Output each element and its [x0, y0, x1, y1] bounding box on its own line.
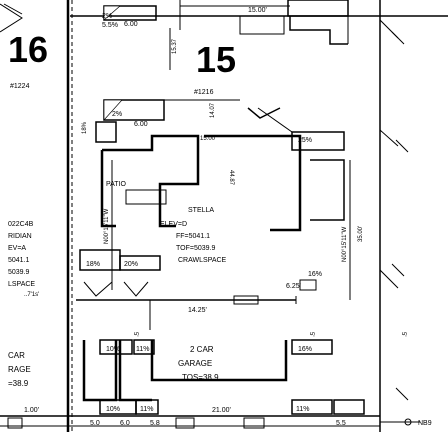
lot-16-id: #1224	[10, 83, 30, 90]
nb9-label: NB9	[418, 420, 432, 427]
dim-5-0: 5.0	[90, 420, 100, 427]
garage-left-line-2: RAGE	[8, 365, 31, 374]
slope-label-2: 5.5%	[102, 22, 118, 29]
garage-center-line-3: TOS=38.9	[182, 373, 219, 382]
note-6-00-a: 6.00	[124, 21, 138, 28]
garage-structures	[82, 339, 365, 415]
nb9-marker	[380, 418, 420, 426]
dim-15-37: 15.37	[172, 38, 178, 54]
slope-label-4: 25%	[298, 137, 312, 144]
bearing-right: N00°15'11"W	[342, 226, 348, 262]
dim-5-right: 5'	[308, 332, 314, 336]
fence-box-1	[299, 279, 317, 291]
left-block-line-4: 5041.1	[8, 257, 30, 264]
left-block-line-7: ..7'1s'	[24, 292, 39, 298]
right-side-building	[310, 129, 399, 289]
dim-21-00: 21.00'	[212, 407, 231, 414]
note-6-00-b: 6.00	[134, 121, 148, 128]
slope-label-1: 2%	[102, 13, 112, 20]
upper-building	[95, 99, 345, 151]
slope-label-9: 11%	[136, 346, 150, 353]
lot-15-id: #1216	[194, 89, 214, 96]
left-block-line-5: 5039.9	[8, 269, 30, 276]
patio-label: PATIO	[106, 181, 127, 188]
bottom-hatch-row	[0, 415, 380, 429]
center-block-line-1: STELLA	[188, 207, 214, 214]
dim-6-0: 6.0	[120, 420, 130, 427]
dim-5-8: 5.8	[150, 420, 160, 427]
left-hatch-blocks	[79, 249, 161, 297]
slope-label-3: 2%	[112, 111, 122, 118]
left-block-line-2: RIDIAN	[8, 233, 32, 240]
center-block-line-3: FF=5041.1	[176, 233, 210, 240]
mid-lines	[76, 295, 297, 330]
garage-left-line-1: CAR	[8, 351, 25, 360]
dim-5-5: 5.5	[336, 420, 346, 427]
slope-label-11: 10%	[106, 406, 120, 413]
property-lines	[66, 0, 448, 432]
dim-1-00: 1.00'	[24, 407, 39, 414]
slope-label-10: 16%	[298, 346, 312, 353]
slope-label-5: 16%	[308, 271, 322, 278]
top-building-row	[103, 0, 399, 45]
dim-14-07: 14.07	[210, 102, 216, 118]
garage-center-line-1: 2 CAR	[190, 345, 214, 354]
dim-5-00-left: 5'	[132, 332, 138, 336]
left-block-line-1: 022C4B	[8, 221, 34, 228]
slope-label-13: 11%	[296, 406, 310, 413]
dim-44-87: 44.87	[228, 170, 234, 186]
house-outline	[100, 134, 302, 232]
slope-label-6: 18%	[86, 261, 100, 268]
right-diagonal-marks	[391, 31, 409, 401]
dim-14-25: 14.25'	[188, 307, 207, 314]
dim-15-00-mid: 15.00'	[200, 136, 216, 142]
lot-16-number: 16	[8, 29, 48, 70]
dim-6-25: 6.25'	[286, 283, 301, 290]
dim-18-label: 18%	[82, 121, 88, 134]
slope-label-8: 10%	[106, 346, 120, 353]
bearing-left: N00°15'11"W	[104, 208, 110, 244]
garage-center-line-2: GARAGE	[178, 359, 212, 368]
center-block-line-2: ELEV=D	[160, 221, 187, 228]
dim-15-00-top: 15.00'	[248, 7, 267, 14]
left-block-line-3: EV=A	[8, 245, 26, 252]
left-block-line-6: LSPACE	[8, 281, 35, 288]
garage-left-line-3: =38.9	[8, 379, 29, 388]
slope-label-12: 11%	[140, 406, 154, 413]
center-block-line-4: TOF=5039.9	[176, 245, 215, 252]
center-block-line-5: CRAWLSPACE	[178, 257, 227, 264]
dim-35-00: 35.00'	[358, 226, 364, 242]
slope-label-7: 20%	[124, 261, 138, 268]
lot-15-number: 15	[196, 39, 236, 80]
dim-5-far-right: 5'	[400, 332, 406, 336]
north-arrow-marker	[0, 3, 23, 33]
